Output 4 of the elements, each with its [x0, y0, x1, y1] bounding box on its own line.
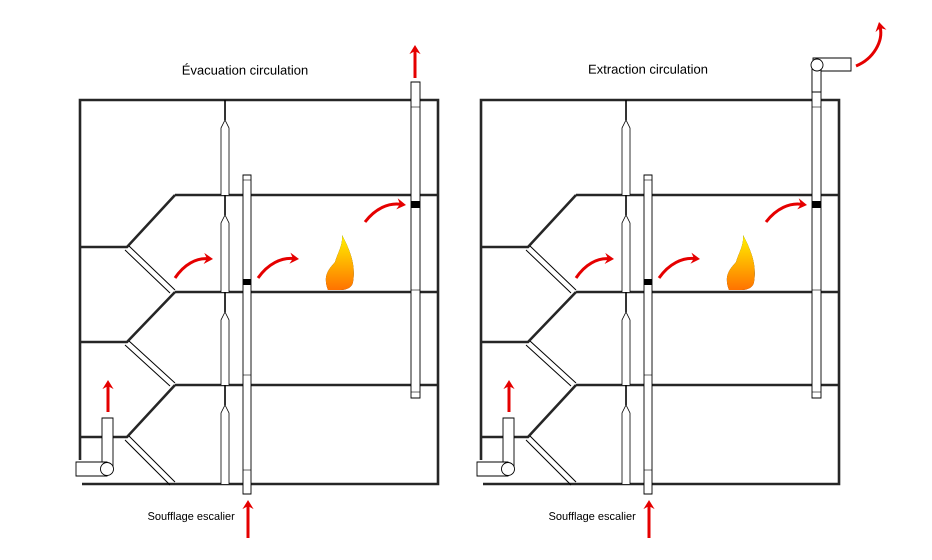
panel-title: Évacuation circulation: [182, 63, 308, 75]
panel-title: Extraction circulation: [589, 64, 708, 74]
duct-label: Soufflage escalier: [148, 512, 235, 522]
duct-label: Soufflage escalier: [549, 512, 636, 522]
